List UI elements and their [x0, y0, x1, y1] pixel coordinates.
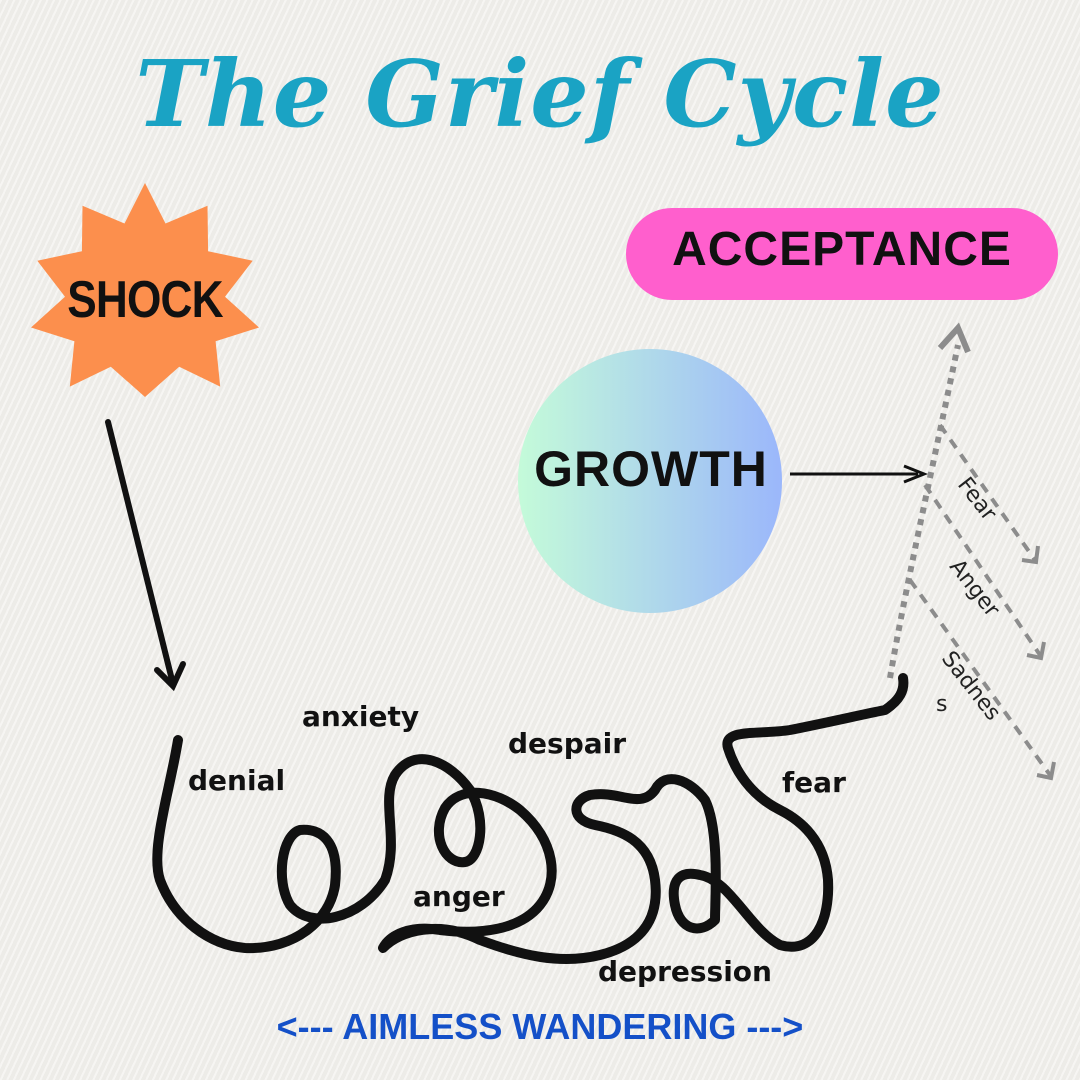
word-despair: despair: [508, 727, 627, 760]
word-denial: denial: [188, 764, 286, 797]
setback-arrow-sadness: [908, 578, 1052, 777]
page-title: The Grief Cycle: [135, 40, 945, 148]
setback-arrowheads: [1021, 545, 1056, 781]
setback-arrow-anger: [923, 483, 1042, 657]
footer-aimless-wandering: <--- AIMLESS WANDERING --->: [276, 1006, 804, 1047]
word-depression: depression: [598, 955, 772, 988]
acceptance-pill: [626, 208, 1058, 300]
growth-label: GROWTH: [534, 441, 768, 497]
shock-label: SHOCK: [67, 271, 223, 329]
shock-starburst: [31, 183, 259, 397]
growth-arrow: [790, 464, 929, 484]
acceptance-label: ACCEPTANCE: [672, 223, 1012, 276]
word-fear: fear: [782, 766, 846, 799]
growth-circle: [518, 349, 782, 613]
path-to-acceptance: [887, 322, 971, 679]
aimless-wandering-scribble: [152, 673, 909, 964]
setback-arrow-fear: [938, 423, 1037, 562]
setback-label-sadness-wrap: s: [936, 692, 948, 717]
setback-arrows: [908, 423, 1052, 777]
word-anxiety: anxiety: [302, 700, 420, 733]
shock-to-wandering-arrow: [105, 419, 186, 692]
word-anger: anger: [413, 880, 505, 913]
